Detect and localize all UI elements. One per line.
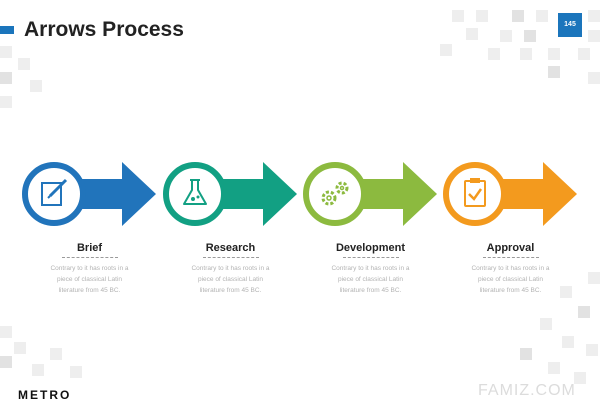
decor-square [524,30,536,42]
decor-square [440,44,452,56]
clipboard-check-icon [464,178,486,207]
step-description: Contrary to it has roots in a piece of c… [50,265,129,294]
decor-square [548,66,560,78]
step-divider [343,257,399,258]
decor-square [50,348,62,360]
decor-square [548,48,560,60]
step-label: Approval [486,242,535,254]
process-step-approval: Approval Contrary to it has roots in a p… [443,160,578,294]
decor-square [562,336,574,348]
decor-square [588,72,600,84]
watermark: FAMIZ.COM [478,382,576,399]
decor-square [540,318,552,330]
decor-square [452,10,464,22]
step-divider [483,257,539,258]
decor-square [548,362,560,374]
decor-square [512,10,524,22]
decor-square [574,372,586,384]
decor-square [520,48,532,60]
decor-square [466,28,478,40]
flask-icon [183,179,207,205]
process-step-development: Development Contrary to it has roots in … [303,160,438,294]
step-label: Development [335,242,406,254]
decor-square [14,342,26,354]
decor-square [560,286,572,298]
decor-square [30,80,42,92]
decor-square [586,344,598,356]
step-label: Brief [76,242,103,254]
page-number-badge: 145 [558,13,582,37]
decor-square [18,58,30,70]
edit-icon [41,178,68,206]
decor-square [0,72,12,84]
step-description: Contrary to it has roots in a piece of c… [191,265,270,294]
step-label: Research [205,242,256,254]
step-divider [203,257,259,258]
decor-square [520,348,532,360]
process-step-brief: Brief Contrary to it has roots in a piec… [22,160,157,294]
decor-square [578,306,590,318]
decor-square [578,48,590,60]
brand-logo: METRO [18,388,72,400]
process-step-research: Research Contrary to it has roots in a p… [163,160,298,294]
decor-square [70,366,82,378]
decor-square [0,326,12,338]
step-divider [62,257,118,258]
decor-square [32,364,44,376]
step-arrow [303,162,437,226]
decor-square [0,96,12,108]
decor-square [588,272,600,284]
gears-icon [321,181,349,206]
decor-square [588,10,600,22]
decor-square [500,30,512,42]
decor-square [536,10,548,22]
decor-square [588,30,600,42]
step-arrow [163,162,297,226]
title-accent-bar [0,26,14,34]
step-arrow [22,162,156,226]
page-title: Arrows Process [24,18,184,41]
decor-square [476,10,488,22]
decor-square [0,46,12,58]
step-description: Contrary to it has roots in a piece of c… [331,265,410,294]
decor-square [0,356,12,368]
step-arrow [443,162,577,226]
decor-square [488,48,500,60]
step-description: Contrary to it has roots in a piece of c… [471,265,550,294]
